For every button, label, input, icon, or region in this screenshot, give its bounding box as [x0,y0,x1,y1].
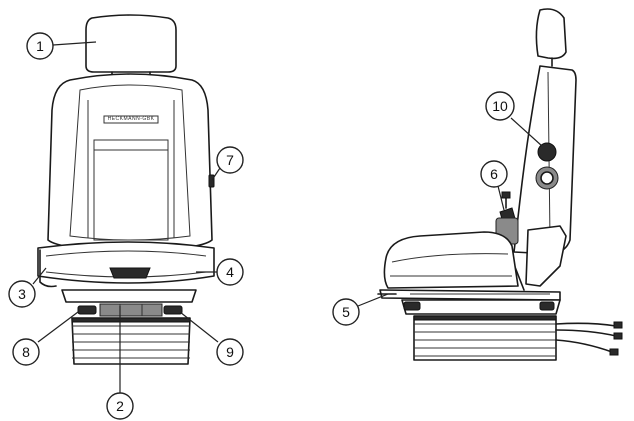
callout-7: 7 [216,146,244,174]
callout-9: 9 [216,338,244,366]
callout-10: 10 [485,91,515,121]
callout-4: 4 [216,258,244,286]
front-backrest [47,73,213,251]
side-view-seat [377,8,623,361]
side-slide-rail [379,289,561,301]
svg-text:2: 2 [116,398,124,414]
leader-lines [32,41,543,393]
callout-2: 2 [106,392,134,420]
side-suspension-bellows [413,315,557,361]
svg-text:10: 10 [492,98,508,114]
svg-text:6: 6 [490,166,498,182]
svg-text:8: 8 [22,344,30,360]
callout-6: 6 [480,160,508,188]
side-headrest [535,8,567,60]
side-air-hoses [555,321,623,356]
front-seat-base [61,289,197,303]
callout-1: 1 [26,32,54,60]
svg-text:7: 7 [226,152,234,168]
svg-text:1: 1 [36,38,44,54]
svg-text:9: 9 [226,344,234,360]
callout-5: 5 [332,298,360,326]
front-headrest [85,14,177,73]
callout-3: 3 [8,280,36,308]
front-view-seat: HECKMANN-GBK [37,14,215,365]
callout-8: 8 [12,338,40,366]
svg-text:4: 4 [226,264,234,280]
svg-text:5: 5 [342,304,350,320]
backrest-brand-text: HECKMANN-GBK [108,116,155,122]
front-suspension-bellows [71,317,191,365]
svg-text:3: 3 [18,286,26,302]
side-seat-cushion [383,231,519,289]
